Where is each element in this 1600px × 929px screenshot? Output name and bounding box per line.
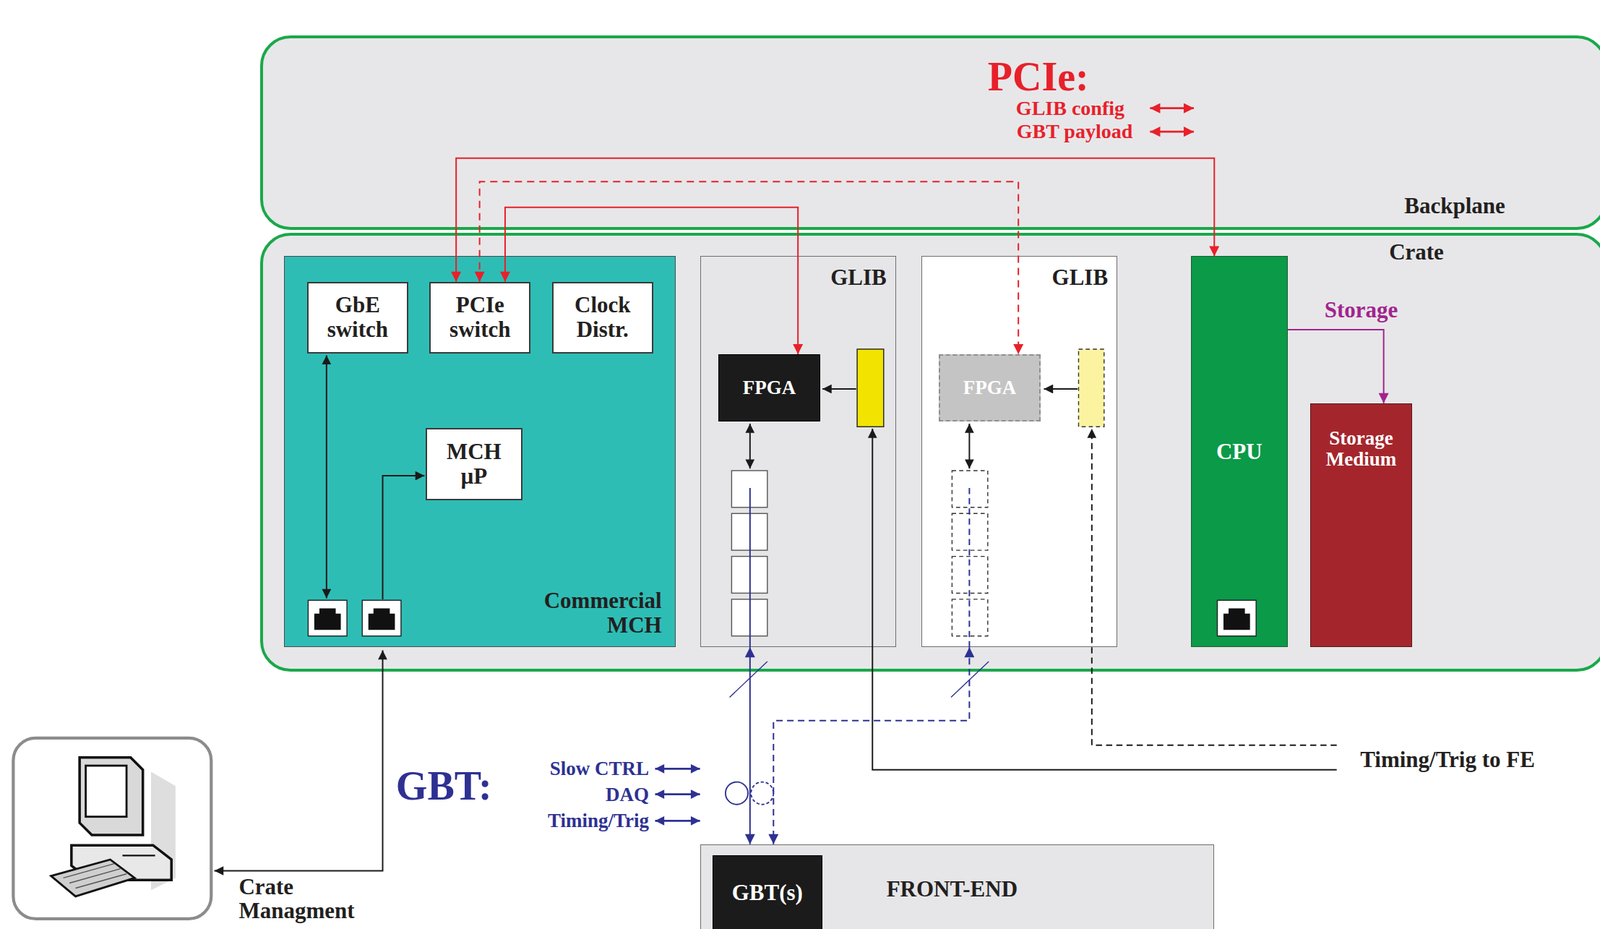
- ethernet-jack: [307, 599, 347, 636]
- signal-name: DAQ: [605, 783, 649, 804]
- connector: [1287, 329, 1384, 404]
- label-anchor: GBT payload: [1016, 120, 1134, 142]
- timing-wire: [1091, 428, 1337, 746]
- fibre-loop: [725, 781, 748, 805]
- optical-link: [968, 487, 970, 647]
- signal-name: Timing/Trig: [547, 810, 649, 831]
- node-text: GbE switch: [312, 292, 403, 342]
- label-anchor: Timing/Trig: [547, 810, 649, 831]
- backplane-band: Backplane: [260, 35, 1600, 230]
- node-text: FPGA: [963, 377, 1017, 399]
- signal-name: GBT payload: [1016, 120, 1134, 142]
- node-text: PCIe switch: [435, 292, 525, 342]
- double-arrow: [1149, 130, 1194, 133]
- connector: [479, 181, 1019, 355]
- computer-monitor: [79, 757, 144, 835]
- mch-board: Commercial MCH GbE switch PCIe switch Clock…: [284, 255, 676, 647]
- node-text: Commercial MCH: [502, 588, 662, 638]
- label-anchor: DAQ: [605, 783, 649, 804]
- label-anchor: Crate Managment: [238, 875, 384, 923]
- label-anchor: Slow CTRL: [549, 758, 649, 779]
- connector: [505, 207, 798, 355]
- double-arrow: [654, 819, 700, 822]
- section-heading: PCIe:: [987, 54, 1090, 98]
- switch-box: PCIe switch: [429, 281, 531, 354]
- edge-label: Storage: [1324, 297, 1399, 323]
- node-text: MCH µP: [440, 439, 508, 489]
- optical-link: [749, 487, 751, 647]
- connector: [456, 158, 1215, 282]
- glib-board: GLIB FPGA: [921, 255, 1118, 647]
- node-text: GLIB: [1052, 265, 1109, 290]
- fpga-chip: FPGA: [938, 354, 1041, 422]
- switch-box: GbE switch: [307, 281, 409, 354]
- node-text: Storage Medium: [1313, 427, 1410, 471]
- gbe-wire: [325, 354, 328, 598]
- gbt-chip: GBT(s): [712, 854, 823, 929]
- edge-label-anchor: Storage: [1324, 297, 1399, 323]
- jack-socket: [368, 608, 396, 631]
- computer-frame: [13, 737, 212, 919]
- timing-wire: [872, 428, 1337, 770]
- jack-socket: [314, 608, 342, 631]
- keyboard-keys: [63, 863, 128, 889]
- ethernet-jack: [1217, 599, 1257, 636]
- computer-screen: [85, 765, 127, 817]
- signal-name: Slow CTRL: [549, 758, 649, 779]
- node-text: GBT(s): [732, 880, 803, 905]
- signal-name: GLIB config: [1016, 97, 1125, 119]
- processor-box: MCH µP: [425, 427, 523, 501]
- node-text: GLIB: [830, 265, 887, 290]
- cpu-board: CPU: [1190, 255, 1288, 647]
- sfp-wire: [968, 423, 970, 469]
- mgmt-wire: [382, 475, 425, 600]
- node-text: CPU: [1216, 439, 1263, 464]
- node-text: FRONT-END: [886, 876, 1018, 902]
- connector: [773, 646, 970, 845]
- section-heading: GBT:: [396, 764, 493, 808]
- computer-keyboard: [51, 859, 136, 897]
- clock-box: Clock Distr.: [552, 281, 654, 354]
- timing-receiver: [857, 349, 884, 427]
- double-arrow: [1149, 106, 1194, 110]
- node-text: Backplane: [1404, 193, 1506, 219]
- label-anchor: Timing/Trig to FE: [1360, 747, 1535, 772]
- storage-box: Storage Medium: [1310, 403, 1413, 647]
- node-text: FPGA: [742, 377, 797, 399]
- ethernet-jack: [362, 599, 402, 636]
- timing-wire: [822, 388, 857, 390]
- jack-socket: [1223, 608, 1251, 631]
- frontend-box: FRONT-END GBT(s): [700, 844, 1215, 929]
- connector: [749, 646, 751, 845]
- double-arrow: [654, 767, 700, 770]
- fibre-loop: [750, 781, 774, 805]
- computer-slot: [122, 854, 155, 856]
- label-anchor: GLIB config: [1016, 97, 1125, 119]
- fpga-chip: FPGA: [718, 354, 821, 422]
- sfp-wire: [749, 423, 751, 469]
- timing-receiver: [1078, 349, 1104, 427]
- label-anchor: GBT:: [396, 764, 493, 808]
- mgmt-wire: [214, 650, 384, 871]
- double-arrow: [654, 792, 700, 795]
- label-anchor: PCIe:: [987, 54, 1090, 98]
- bundle-slash: [729, 661, 768, 697]
- node-text: Clock Distr.: [557, 292, 648, 342]
- timing-wire: [1043, 388, 1078, 390]
- signal-name: Timing/Trig to FE: [1360, 747, 1535, 772]
- system-name: Crate Managment: [238, 875, 384, 923]
- crate-band: CrateCommercial MCH GbE switch PCIe switch…: [260, 232, 1600, 672]
- node-text: Crate: [1388, 239, 1444, 265]
